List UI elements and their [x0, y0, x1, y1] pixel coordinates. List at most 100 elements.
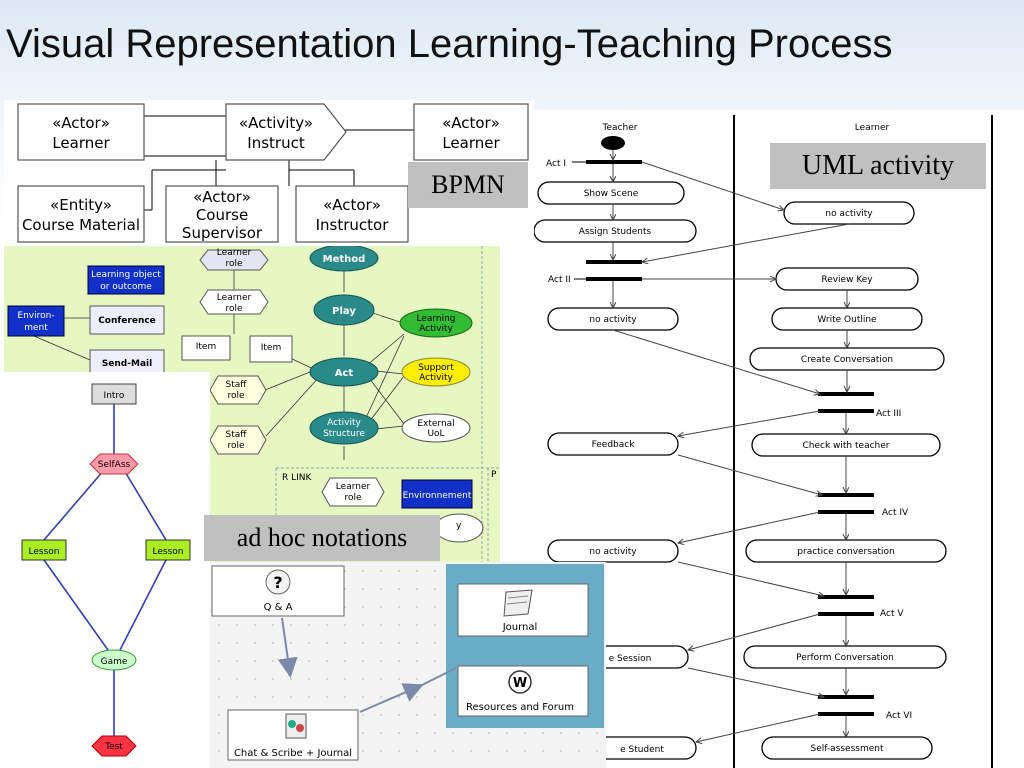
sync-bar	[818, 493, 874, 497]
imsld-external-uol: External	[417, 419, 454, 429]
node-no-activity: no activity	[589, 547, 637, 557]
node-write-outline: Write Outline	[817, 315, 877, 325]
imsld-r-link: R LINK	[282, 473, 313, 483]
imsld-learner-role-3: Learner	[336, 482, 371, 492]
node-perform-conversation: Perform Conversation	[796, 653, 894, 663]
sync-bar	[818, 409, 874, 413]
imsld-act: Act	[335, 368, 354, 379]
flow-test: Test	[104, 742, 123, 752]
act-label: Act VI	[886, 711, 912, 721]
imsld-learner-role-2: Learner	[217, 293, 252, 303]
node-review-key: Review Key	[821, 275, 873, 285]
uml-svg: Teacher Learner Act I Act II Act III Act…	[533, 115, 993, 768]
imsld-p-label: P	[491, 470, 497, 480]
lams-resources-forum: Resources and Forum	[466, 702, 574, 713]
lams-qa: Q & A	[264, 602, 293, 613]
imsld-item-1: Item	[196, 342, 217, 352]
bpmn-actor-learner2-name: Learner	[442, 134, 500, 152]
imsld-svg: Learner role Method Learning object or o…	[7, 246, 500, 564]
sync-bar	[586, 160, 642, 164]
act-label: Act II	[548, 275, 571, 285]
bpmn-entity-course-material: Course Material	[22, 216, 140, 234]
flow-lesson-2: Lesson	[153, 547, 184, 557]
node-practice-conversation: practice conversation	[797, 547, 894, 557]
slide-title: Visual Representation Learning-Teaching …	[6, 22, 893, 66]
node-no-activity: no activity	[589, 315, 637, 325]
imsld-learner-role-3-b: role	[344, 493, 362, 503]
bpmn-supervisor-name: Supervisor	[182, 224, 263, 242]
imsld-learner-role-1-b: role	[225, 259, 243, 269]
imsld-partial-label: y	[456, 521, 462, 531]
flow-lesson-1: Lesson	[29, 547, 60, 557]
wiki-icon: W	[513, 676, 527, 691]
imsld-staff-role-1: Staff	[226, 380, 248, 390]
imsld-item-2: Item	[261, 343, 282, 353]
imsld-learner-role-2-b: role	[225, 304, 243, 314]
node-show-scene: Show Scene	[584, 189, 639, 199]
sync-bar	[818, 392, 874, 396]
imsld-learning-object-b: or outcome	[100, 282, 152, 292]
bpmn-activity-instruct: Instruct	[247, 134, 305, 152]
sync-bar	[818, 712, 874, 716]
node-check-with-teacher: Check with teacher	[803, 441, 890, 451]
imsld-method: Method	[323, 254, 366, 265]
flow-game: Game	[101, 657, 128, 667]
bpmn-entity-stereotype: «Entity»	[50, 196, 112, 214]
imsld-learning-object: Learning object	[91, 270, 161, 280]
act-label: Act III	[876, 409, 901, 419]
lane-learner: Learner	[855, 123, 890, 133]
sync-bar	[586, 260, 642, 264]
label-uml-activity: UML activity	[770, 143, 986, 189]
imsld-staff-role-1-b: role	[227, 391, 245, 401]
initial-node	[601, 136, 625, 150]
sync-bar	[818, 595, 874, 599]
lams-svg: ? Q & A Journal W Resources and Forum Ch…	[211, 564, 604, 761]
imsld-support-activity: Support	[418, 363, 454, 373]
node-feedback: Feedback	[592, 440, 636, 450]
lane-teacher: Teacher	[602, 123, 638, 133]
node-self-assessment: Self-assessment	[810, 744, 883, 754]
node-student: e Student	[620, 745, 664, 755]
bpmn-instructor-name: Instructor	[316, 216, 390, 234]
imsld-play: Play	[332, 306, 356, 317]
bpmn-actor-learner2-stereotype: «Actor»	[442, 114, 500, 132]
imsld-staff-role-2-b: role	[227, 441, 245, 451]
label-bpmn: BPMN	[408, 162, 528, 208]
node-session: e Session	[609, 654, 652, 664]
imsld-learning-activity-b: Activity	[419, 324, 453, 334]
imsld-learner-role-1: Learner	[217, 248, 252, 258]
act-label: Act V	[880, 609, 904, 619]
act-label: Act I	[546, 159, 566, 169]
bpmn-activity-stereotype: «Activity»	[239, 114, 313, 132]
imsld-activity-structure-b: Structure	[323, 429, 365, 439]
lams-journal: Journal	[502, 622, 538, 633]
imsld-environment: Environ-	[17, 311, 54, 321]
imsld-send-mail: Send-Mail	[102, 359, 152, 369]
imsld-environment-2: Environnement	[403, 491, 472, 501]
imsld-conference: Conference	[98, 316, 156, 326]
bpmn-instructor-stereotype: «Actor»	[323, 196, 381, 214]
flow-svg: Intro SelfAss Lesson Lesson Game Test	[21, 383, 191, 757]
bpmn-svg: «Actor» Learner «Activity» Instruct «Act…	[17, 103, 529, 243]
sync-bar	[818, 612, 874, 616]
bpmn-actor-learner-name: Learner	[52, 134, 110, 152]
act-label: Act IV	[882, 508, 909, 518]
node-assign-students: Assign Students	[579, 227, 652, 237]
flow-diagram: Intro SelfAss Lesson Lesson Game Test	[0, 372, 210, 768]
imsld-external-uol-b: UoL	[427, 429, 444, 439]
bpmn-actor-learner-stereotype: «Actor»	[52, 114, 110, 132]
label-ad-hoc-notations: ad hoc notations	[204, 515, 440, 561]
bpmn-supervisor-course: Course	[196, 206, 248, 224]
node-no-activity: no activity	[825, 209, 873, 219]
lams-chat-scribe-journal: Chat & Scribe + Journal	[234, 748, 352, 759]
sync-bar	[586, 277, 642, 281]
flow-intro: Intro	[104, 391, 125, 401]
imsld-support-activity-b: Activity	[419, 373, 453, 383]
imsld-learning-activity: Learning	[416, 314, 455, 324]
node-create-conversation: Create Conversation	[801, 355, 893, 365]
bpmn-supervisor-stereotype: «Actor»	[193, 188, 251, 206]
lams-diagram: ? Q & A Journal W Resources and Forum Ch…	[210, 562, 606, 768]
imsld-environment-b: ment	[24, 323, 48, 333]
flow-selfass: SelfAss	[98, 460, 131, 470]
imsld-activity-structure: Activity	[327, 418, 361, 428]
